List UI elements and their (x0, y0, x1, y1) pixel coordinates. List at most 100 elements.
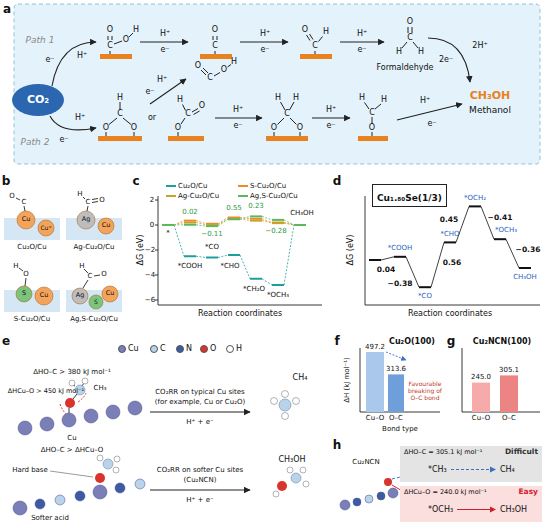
legend-swatch (150, 345, 158, 353)
art-path (397, 104, 462, 120)
text-label: e⁻ (260, 45, 269, 54)
text-label: CO₂RR on typical Cu sites (155, 388, 245, 396)
text-label: CH₄ (293, 373, 308, 382)
art-circle (13, 501, 27, 515)
art-circle (103, 459, 113, 469)
text-label: H (418, 47, 424, 56)
text-label: e⁻ (357, 45, 366, 54)
text-label: Cu₂NCN(100) (473, 337, 531, 346)
energy-connector (381, 257, 394, 260)
text-label: H (117, 93, 123, 102)
legend-swatch (166, 195, 176, 198)
art-path (150, 489, 250, 490)
legend-text: Ag-Cu₂O/Cu (178, 192, 219, 200)
text-label: Cu–O (366, 414, 384, 422)
legend-item: N (176, 344, 192, 353)
text-label: *OCH₃ (267, 291, 289, 299)
energy-level (294, 224, 306, 226)
text-label: *CO (205, 243, 219, 251)
art-path (215, 117, 262, 118)
art-circle (279, 399, 291, 411)
text-label: −2 (145, 246, 155, 254)
text-label: O–C (389, 414, 403, 422)
art-rect (358, 136, 388, 141)
energy-level (184, 220, 196, 222)
text-label: ΔH (kJ mol⁻¹) (343, 357, 351, 403)
text-label: H (323, 27, 329, 36)
art-path (307, 34, 323, 54)
art-rect (98, 136, 142, 141)
energy-connector (196, 221, 206, 224)
art-g (273, 467, 309, 497)
text-label: CH₃OH (290, 209, 314, 217)
text-label: C (117, 109, 123, 118)
text-label: Bond type (382, 425, 418, 433)
text-label: Cu₂NCN (352, 458, 380, 466)
art-rect (500, 375, 518, 412)
art-path (312, 117, 350, 118)
text-label: S (94, 299, 98, 306)
art-circle (55, 495, 65, 505)
art-circle (282, 391, 289, 398)
energy-level (250, 215, 262, 217)
art-circle (300, 467, 306, 473)
art-circle (77, 211, 95, 229)
energy-level (162, 224, 174, 226)
legend-text: N (186, 344, 192, 353)
text-label: Ag (82, 216, 91, 223)
node-text: CH₄ (500, 465, 515, 474)
node-text: CH₃OH (500, 505, 527, 514)
text-label: Cu (106, 290, 115, 297)
energy-level (206, 223, 218, 225)
text-label: C (369, 108, 375, 117)
text-label: e⁻ (427, 119, 436, 128)
text-label: Ag,S-Cu₂O/Cu (70, 315, 118, 323)
art-circle (62, 413, 76, 427)
text-label: O (9, 192, 15, 200)
legend-item: H (226, 344, 242, 353)
node-text: ΔHCu–O = 240.0 kJ mol⁻¹ (404, 489, 487, 496)
text-label: C (185, 109, 191, 118)
text-label: a (3, 3, 11, 17)
art-path (386, 352, 406, 360)
art-circle (271, 398, 278, 405)
text-label: *CHO (220, 262, 239, 270)
text-label: Cu (40, 292, 49, 299)
text-label: CH₃OH (278, 455, 305, 464)
art-path (462, 348, 540, 412)
energy-level (250, 278, 262, 280)
text-label: ΔG (eV) (346, 235, 355, 266)
art-path (150, 79, 186, 104)
text-label: Reaction coordinates (198, 309, 282, 318)
art-circle (35, 287, 53, 305)
energy-connector (218, 218, 228, 224)
text-label: 0.56 (443, 259, 462, 268)
text-label: 0.02 (182, 208, 198, 216)
text-label: f (334, 335, 339, 349)
art-circle (106, 405, 120, 419)
text-label: −0.36 (516, 246, 541, 255)
energy-connector (218, 255, 228, 258)
art-rect (388, 374, 404, 412)
energy-level (206, 225, 218, 227)
energy-connector (196, 223, 206, 225)
energy-connector (262, 221, 272, 224)
art-g (340, 488, 398, 510)
text-label: 0.04 (377, 266, 396, 275)
text-label: 497.2 (365, 343, 385, 351)
panel-g-art (462, 348, 540, 412)
energy-level (228, 217, 240, 219)
art-circle (113, 467, 119, 473)
energy-level (184, 224, 196, 226)
art-path (108, 33, 133, 54)
art-circle (89, 295, 103, 309)
art-circle (72, 288, 88, 304)
art-rect (14, 4, 540, 164)
text-label: c (132, 175, 139, 189)
text-label: O (369, 123, 375, 132)
energy-connector (218, 219, 228, 225)
node-text: *OCH₃ (428, 505, 453, 514)
node-text: ΔHO–C = 305.1 kJ mol⁻¹ (404, 449, 482, 456)
node-text: Difficult (505, 448, 538, 457)
text-label: C (212, 41, 218, 50)
